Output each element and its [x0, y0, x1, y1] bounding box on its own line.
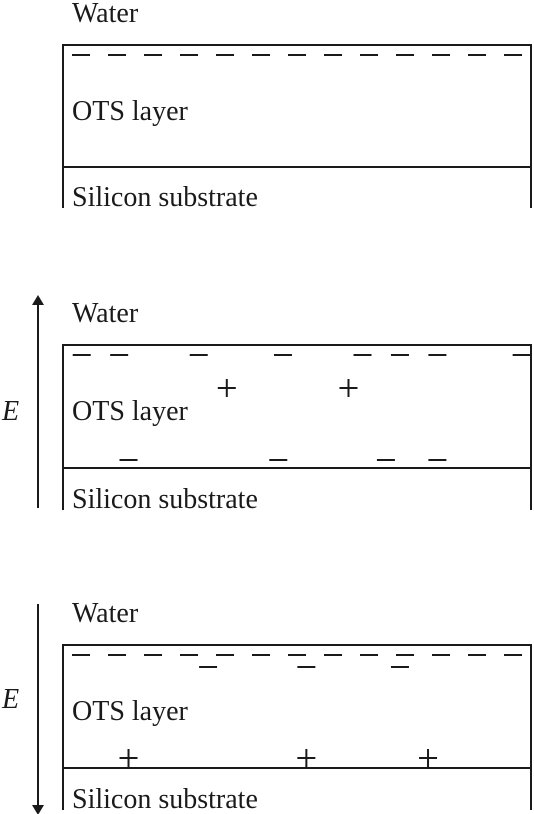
positive-charge-mark — [419, 749, 438, 767]
ots-layer-box — [62, 644, 532, 769]
water-label: Water — [72, 298, 139, 329]
ots-layer-label: OTS layer — [72, 696, 189, 727]
positive-charge-mark — [339, 379, 358, 397]
panel-2: E Water OTS layer Silicon substrate — [1, 295, 532, 515]
panel-3: E Water OTS layer Silicon substrate — [1, 598, 532, 814]
silicon-substrate-label: Silicon substrate — [72, 484, 258, 515]
water-label: Water — [72, 598, 139, 629]
ots-layer-box — [62, 44, 532, 168]
panel-1: Water OTS layer Silicon substrate — [62, 0, 532, 213]
field-e-label: E — [1, 684, 19, 715]
ots-layer-label: OTS layer — [72, 396, 189, 427]
ots-layer-label: OTS layer — [72, 96, 189, 127]
positive-charge-mark — [119, 749, 138, 767]
silicon-substrate-label: Silicon substrate — [72, 182, 258, 213]
ots-layer-box — [62, 344, 532, 469]
water-label: Water — [72, 0, 139, 29]
positive-charge-mark — [217, 379, 236, 397]
silicon-substrate-label: Silicon substrate — [72, 784, 258, 814]
inner-charge-group — [119, 666, 438, 767]
field-e-label: E — [1, 396, 19, 427]
inner-charge-group — [119, 379, 447, 461]
positive-charge-mark — [297, 749, 316, 767]
